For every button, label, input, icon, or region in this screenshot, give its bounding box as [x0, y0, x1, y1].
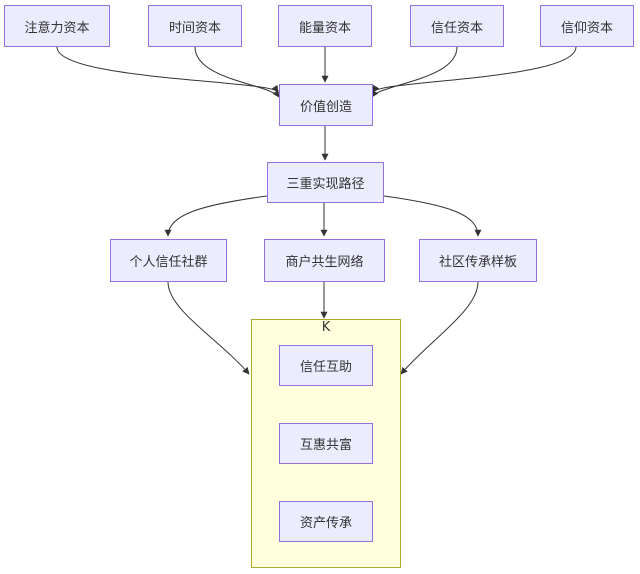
node-merchant-network: 商户共生网络 — [264, 239, 385, 282]
edge-paths-personal — [164, 195, 268, 237]
node-three-paths: 三重实现路径 — [267, 162, 384, 203]
edge-attention-value — [56, 46, 279, 93]
edge-community-subgraph — [400, 281, 479, 375]
node-trust-mutual-aid: 信任互助 — [279, 345, 373, 386]
edge-trust-value — [371, 46, 458, 98]
node-faith-capital: 信仰资本 — [540, 5, 634, 47]
edge-personal-subgraph — [167, 281, 250, 375]
node-time-capital: 时间资本 — [148, 5, 242, 47]
node-community-heritage: 社区传承样板 — [419, 239, 537, 282]
node-trust-capital: 信任资本 — [410, 5, 504, 47]
edge-paths-community — [383, 195, 482, 237]
edge-time-value — [194, 46, 280, 98]
node-personal-trust-community: 个人信任社群 — [110, 239, 227, 282]
node-attention-capital: 注意力资本 — [4, 5, 110, 47]
node-value-creation: 价值创造 — [279, 84, 373, 126]
node-asset-inheritance: 资产传承 — [279, 501, 373, 542]
edge-faith-value — [372, 46, 577, 93]
subgraph-title: K — [321, 320, 331, 335]
node-energy-capital: 能量资本 — [278, 5, 372, 47]
node-mutual-benefit: 互惠共富 — [279, 423, 373, 464]
